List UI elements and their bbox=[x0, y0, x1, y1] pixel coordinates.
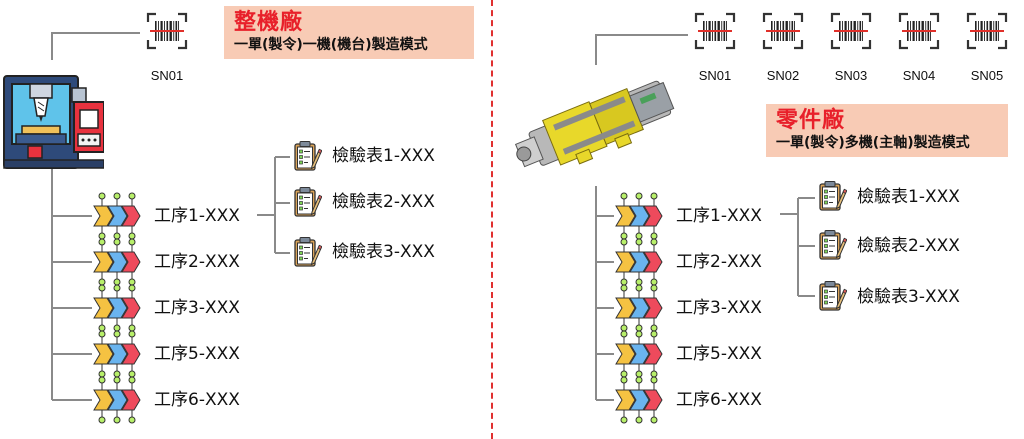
factory-title: 整機廠 bbox=[234, 10, 304, 35]
process-chevron-icon bbox=[614, 330, 664, 378]
process-label: 工序3-XXX bbox=[676, 298, 762, 318]
process-chevron-icon bbox=[614, 376, 664, 424]
process-label: 工序5-XXX bbox=[676, 344, 762, 364]
clipboard-checklist-icon bbox=[817, 180, 847, 212]
barcode-icon bbox=[762, 12, 804, 50]
process-chevron-icon bbox=[92, 376, 142, 424]
barcode-icon bbox=[146, 12, 188, 50]
clipboard-checklist-icon bbox=[817, 229, 847, 261]
inspection-label: 檢驗表3-XXX bbox=[857, 287, 960, 307]
inspection-label: 檢驗表1-XXX bbox=[332, 146, 435, 166]
process-chevron-icon bbox=[614, 238, 664, 286]
factory-title-box: 零件廠 一單(製令)多機(主軸)製造模式 bbox=[766, 104, 1008, 157]
process-label: 工序6-XXX bbox=[154, 390, 240, 410]
serial-number-label: SN02 bbox=[766, 68, 800, 83]
factory-title-box: 整機廠 一單(製令)一機(機台)製造模式 bbox=[224, 6, 474, 59]
section-divider bbox=[491, 0, 493, 439]
inspection-label: 檢驗表1-XXX bbox=[857, 187, 960, 207]
process-chevron-icon bbox=[92, 330, 142, 378]
inspection-label: 檢驗表3-XXX bbox=[332, 242, 435, 262]
serial-number-label: SN04 bbox=[902, 68, 936, 83]
cnc-machine-icon bbox=[3, 75, 104, 169]
spindle-part-icon bbox=[514, 80, 675, 168]
process-label: 工序2-XXX bbox=[154, 252, 240, 272]
inspection-label: 檢驗表2-XXX bbox=[332, 192, 435, 212]
serial-number-label: SN01 bbox=[150, 68, 184, 83]
process-label: 工序5-XXX bbox=[154, 344, 240, 364]
clipboard-checklist-icon bbox=[292, 186, 322, 218]
process-label: 工序2-XXX bbox=[676, 252, 762, 272]
barcode-icon bbox=[694, 12, 736, 50]
process-label: 工序3-XXX bbox=[154, 298, 240, 318]
barcode-icon bbox=[830, 12, 872, 50]
clipboard-checklist-icon bbox=[292, 236, 322, 268]
serial-number-label: SN05 bbox=[970, 68, 1004, 83]
factory-subtitle: 一單(製令)一機(機台)製造模式 bbox=[234, 37, 428, 53]
factory-title: 零件廠 bbox=[776, 108, 846, 133]
barcode-icon bbox=[898, 12, 940, 50]
process-chevron-icon bbox=[92, 238, 142, 286]
barcode-icon bbox=[966, 12, 1008, 50]
process-label: 工序6-XXX bbox=[676, 390, 762, 410]
inspection-label: 檢驗表2-XXX bbox=[857, 236, 960, 256]
serial-number-label: SN03 bbox=[834, 68, 868, 83]
process-chevron-icon bbox=[92, 284, 142, 332]
clipboard-checklist-icon bbox=[292, 140, 322, 172]
process-chevron-icon bbox=[614, 192, 664, 240]
clipboard-checklist-icon bbox=[817, 280, 847, 312]
factory-subtitle: 一單(製令)多機(主軸)製造模式 bbox=[776, 135, 970, 151]
serial-number-label: SN01 bbox=[698, 68, 732, 83]
process-label: 工序1-XXX bbox=[676, 206, 762, 226]
process-label: 工序1-XXX bbox=[154, 206, 240, 226]
process-chevron-icon bbox=[614, 284, 664, 332]
process-chevron-icon bbox=[92, 192, 142, 240]
